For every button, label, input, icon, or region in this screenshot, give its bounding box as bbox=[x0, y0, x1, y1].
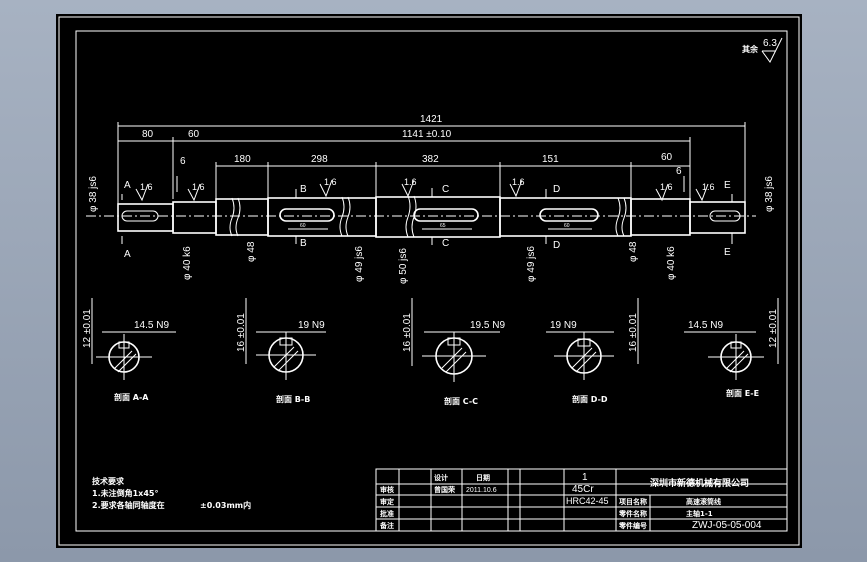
dia-right-end: φ 38 js6 bbox=[764, 176, 775, 212]
tech-title: 技术要求 bbox=[92, 476, 125, 486]
shaft-drawing: 其余 6.3 1421 1141 ±0.10 80 60 60 6 6 180 … bbox=[58, 16, 800, 546]
roughness-marks bbox=[135, 179, 709, 202]
roughness-7: 1.6 bbox=[702, 182, 715, 192]
title-drawing-number: ZWJ-05-05-004 bbox=[692, 520, 762, 531]
title-block-grid bbox=[375, 468, 788, 532]
key-length-3: 60 bbox=[564, 223, 570, 229]
tech-line-2: 2.要求各轴同轴度在 bbox=[92, 500, 165, 510]
section-view-dd bbox=[546, 298, 639, 380]
section-letter-a: A bbox=[124, 180, 131, 191]
dim-left-end: 80 bbox=[142, 129, 154, 140]
title-quantity: 1 bbox=[582, 472, 588, 483]
title-date-label: 日期 bbox=[476, 473, 490, 482]
dia-50: φ 50 js6 bbox=[398, 248, 409, 284]
title-row-label-4: 备注 bbox=[379, 521, 394, 530]
dim-left-shoulder: 6 bbox=[180, 156, 186, 167]
title-part: 主轴1-1 bbox=[686, 509, 713, 518]
title-date: 2011.10.6 bbox=[466, 487, 497, 494]
title-row-label-2: 审定 bbox=[380, 497, 394, 506]
shaft-outline bbox=[86, 195, 756, 238]
dia-49-right: φ 49 js6 bbox=[526, 246, 537, 282]
section-letter-c-lower: C bbox=[442, 238, 449, 249]
roughness-note-symbol bbox=[761, 37, 783, 63]
cad-viewport[interactable]: 其余 6.3 1421 1141 ±0.10 80 60 60 6 6 180 … bbox=[56, 14, 802, 548]
section-bb-height: 16 ±0.01 bbox=[236, 313, 247, 352]
dim-seg-298: 298 bbox=[311, 154, 328, 165]
roughness-2: 1.6 bbox=[192, 182, 205, 192]
title-heat-treatment: HRC42-45 bbox=[566, 496, 609, 506]
dia-right-bearing: φ 40 k6 bbox=[666, 246, 677, 280]
section-bb-label: 剖面 B-B bbox=[276, 394, 310, 404]
section-letter-a-lower: A bbox=[124, 249, 131, 260]
roughness-4: 1.6 bbox=[404, 177, 417, 187]
section-dd-width: 19 N9 bbox=[550, 320, 577, 331]
section-letter-d-lower: D bbox=[553, 240, 560, 251]
section-ee-width: 14.5 N9 bbox=[688, 320, 723, 331]
dia-left-bearing: φ 40 k6 bbox=[182, 246, 193, 280]
section-cc-height: 16 ±0.01 bbox=[402, 313, 413, 352]
section-ee-label: 剖面 E-E bbox=[726, 388, 759, 398]
tech-line-1: 1.未注倒角1x45° bbox=[92, 488, 158, 498]
section-view-ee bbox=[684, 298, 779, 380]
dim-total-length: 1421 bbox=[420, 114, 443, 125]
section-aa-height: 12 ±0.01 bbox=[82, 309, 93, 348]
roughness-3: 1.6 bbox=[324, 177, 337, 187]
title-row-label-1: 审核 bbox=[380, 485, 394, 494]
dim-seg-382: 382 bbox=[422, 154, 439, 165]
section-letter-c: C bbox=[442, 184, 449, 195]
section-letter-b-lower: B bbox=[300, 238, 307, 249]
dim-left-second: 60 bbox=[188, 129, 200, 140]
dim-seg-180: 180 bbox=[234, 154, 251, 165]
dia-48-left: φ 48 bbox=[246, 241, 257, 262]
section-letter-e: E bbox=[724, 180, 731, 191]
key-length-2: 65 bbox=[440, 223, 446, 229]
roughness-6: 1.6 bbox=[660, 182, 673, 192]
key-length-1: 60 bbox=[300, 223, 306, 229]
inner-frame bbox=[75, 30, 788, 532]
dimension-lines bbox=[117, 122, 746, 204]
section-ee-height: 12 ±0.01 bbox=[768, 309, 779, 348]
roughness-note-value: 6.3 bbox=[763, 38, 777, 49]
section-bb-width: 19 N9 bbox=[298, 320, 325, 331]
title-company: 深圳市新德机械有限公司 bbox=[650, 477, 749, 489]
roughness-1: 1.6 bbox=[140, 182, 153, 192]
dim-inner-length: 1141 ±0.10 bbox=[402, 129, 452, 140]
title-number-label: 零件编号 bbox=[618, 521, 647, 530]
dia-49-left: φ 49 js6 bbox=[354, 246, 365, 282]
title-row-label-3: 批准 bbox=[380, 509, 394, 518]
roughness-5: 1.6 bbox=[512, 177, 525, 187]
section-cc-label: 剖面 C-C bbox=[444, 396, 478, 406]
section-view-cc bbox=[411, 298, 500, 382]
section-dd-label: 剖面 D-D bbox=[572, 394, 608, 404]
dia-48-right: φ 48 bbox=[628, 241, 639, 262]
section-view-aa bbox=[91, 298, 176, 380]
section-cc-width: 19.5 N9 bbox=[470, 320, 505, 331]
title-project-label: 项目名称 bbox=[619, 497, 647, 506]
section-aa-label: 剖面 A-A bbox=[114, 392, 149, 402]
section-dd-height: 16 ±0.01 bbox=[628, 313, 639, 352]
outer-frame bbox=[58, 16, 800, 546]
dim-right-shoulder: 6 bbox=[676, 166, 682, 177]
section-view-bb bbox=[245, 298, 326, 380]
title-designer-label: 设计 bbox=[434, 473, 448, 482]
tech-tolerance: ±0.03mm内 bbox=[200, 500, 251, 510]
dim-right-end: 60 bbox=[661, 152, 673, 163]
dia-left-end: φ 38 js6 bbox=[88, 176, 99, 212]
roughness-note-label: 其余 bbox=[742, 44, 759, 54]
dim-seg-151: 151 bbox=[542, 154, 559, 165]
title-project: 高速滚筒线 bbox=[686, 497, 721, 506]
section-letter-e-lower: E bbox=[724, 247, 731, 258]
title-material: 45Cr bbox=[572, 484, 594, 495]
section-letter-d: D bbox=[553, 184, 560, 195]
title-part-label: 零件名称 bbox=[618, 509, 647, 518]
section-letter-b: B bbox=[300, 184, 307, 195]
section-markers bbox=[121, 188, 733, 245]
section-aa-width: 14.5 N9 bbox=[134, 320, 169, 331]
title-designer-name: 曾国荣 bbox=[434, 485, 456, 494]
